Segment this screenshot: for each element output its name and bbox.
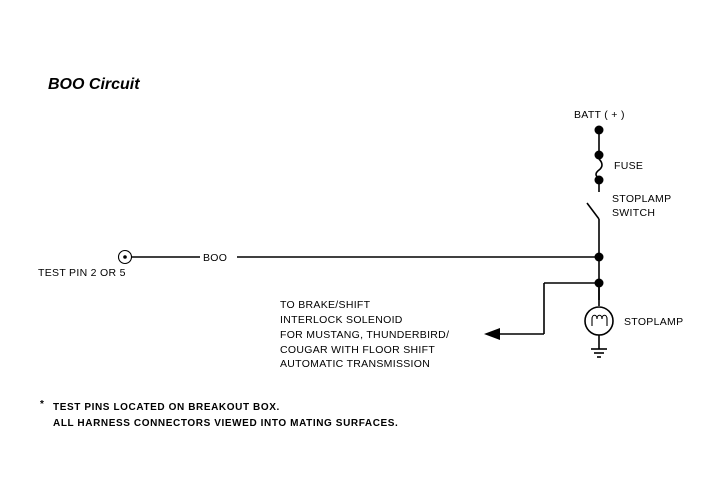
stoplamp-label: STOPLAMP bbox=[624, 316, 683, 328]
solenoid-label-line5: AUTOMATIC TRANSMISSION bbox=[280, 358, 430, 370]
stoplamp-switch-blade bbox=[586, 202, 600, 220]
boo-label: BOO bbox=[203, 252, 227, 264]
stoplamp-switch-label-line1: STOPLAMP bbox=[612, 193, 671, 205]
solenoid-arrow-icon bbox=[484, 328, 500, 340]
note-marker: * bbox=[40, 399, 45, 410]
fuse-symbol bbox=[595, 158, 603, 179]
solenoid-label-line3: FOR MUSTANG, THUNDERBIRD/ bbox=[280, 329, 449, 341]
fuse-top-terminal bbox=[594, 150, 604, 160]
diagram-title: BOO Circuit bbox=[48, 76, 140, 93]
stoplamp-switch-label-line2: SWITCH bbox=[612, 207, 655, 219]
stoplamp-bulb-icon bbox=[584, 306, 614, 336]
test-pin-center bbox=[123, 255, 127, 259]
fuse-label: FUSE bbox=[614, 160, 643, 172]
solenoid-label-line2: INTERLOCK SOLENOID bbox=[280, 314, 403, 326]
note-line2: ALL HARNESS CONNECTORS VIEWED INTO MATIN… bbox=[53, 418, 398, 429]
note-line1: TEST PINS LOCATED ON BREAKOUT BOX. bbox=[53, 402, 280, 413]
solenoid-label-line4: COUGAR WITH FLOOR SHIFT bbox=[280, 344, 435, 356]
stoplamp-filament bbox=[591, 314, 608, 326]
test-pin-label: TEST PIN 2 OR 5 bbox=[38, 267, 126, 279]
batt-label: BATT ( + ) bbox=[574, 109, 625, 121]
solenoid-label-line1: TO BRAKE/SHIFT bbox=[280, 299, 371, 311]
test-pin-connector bbox=[117, 249, 133, 265]
